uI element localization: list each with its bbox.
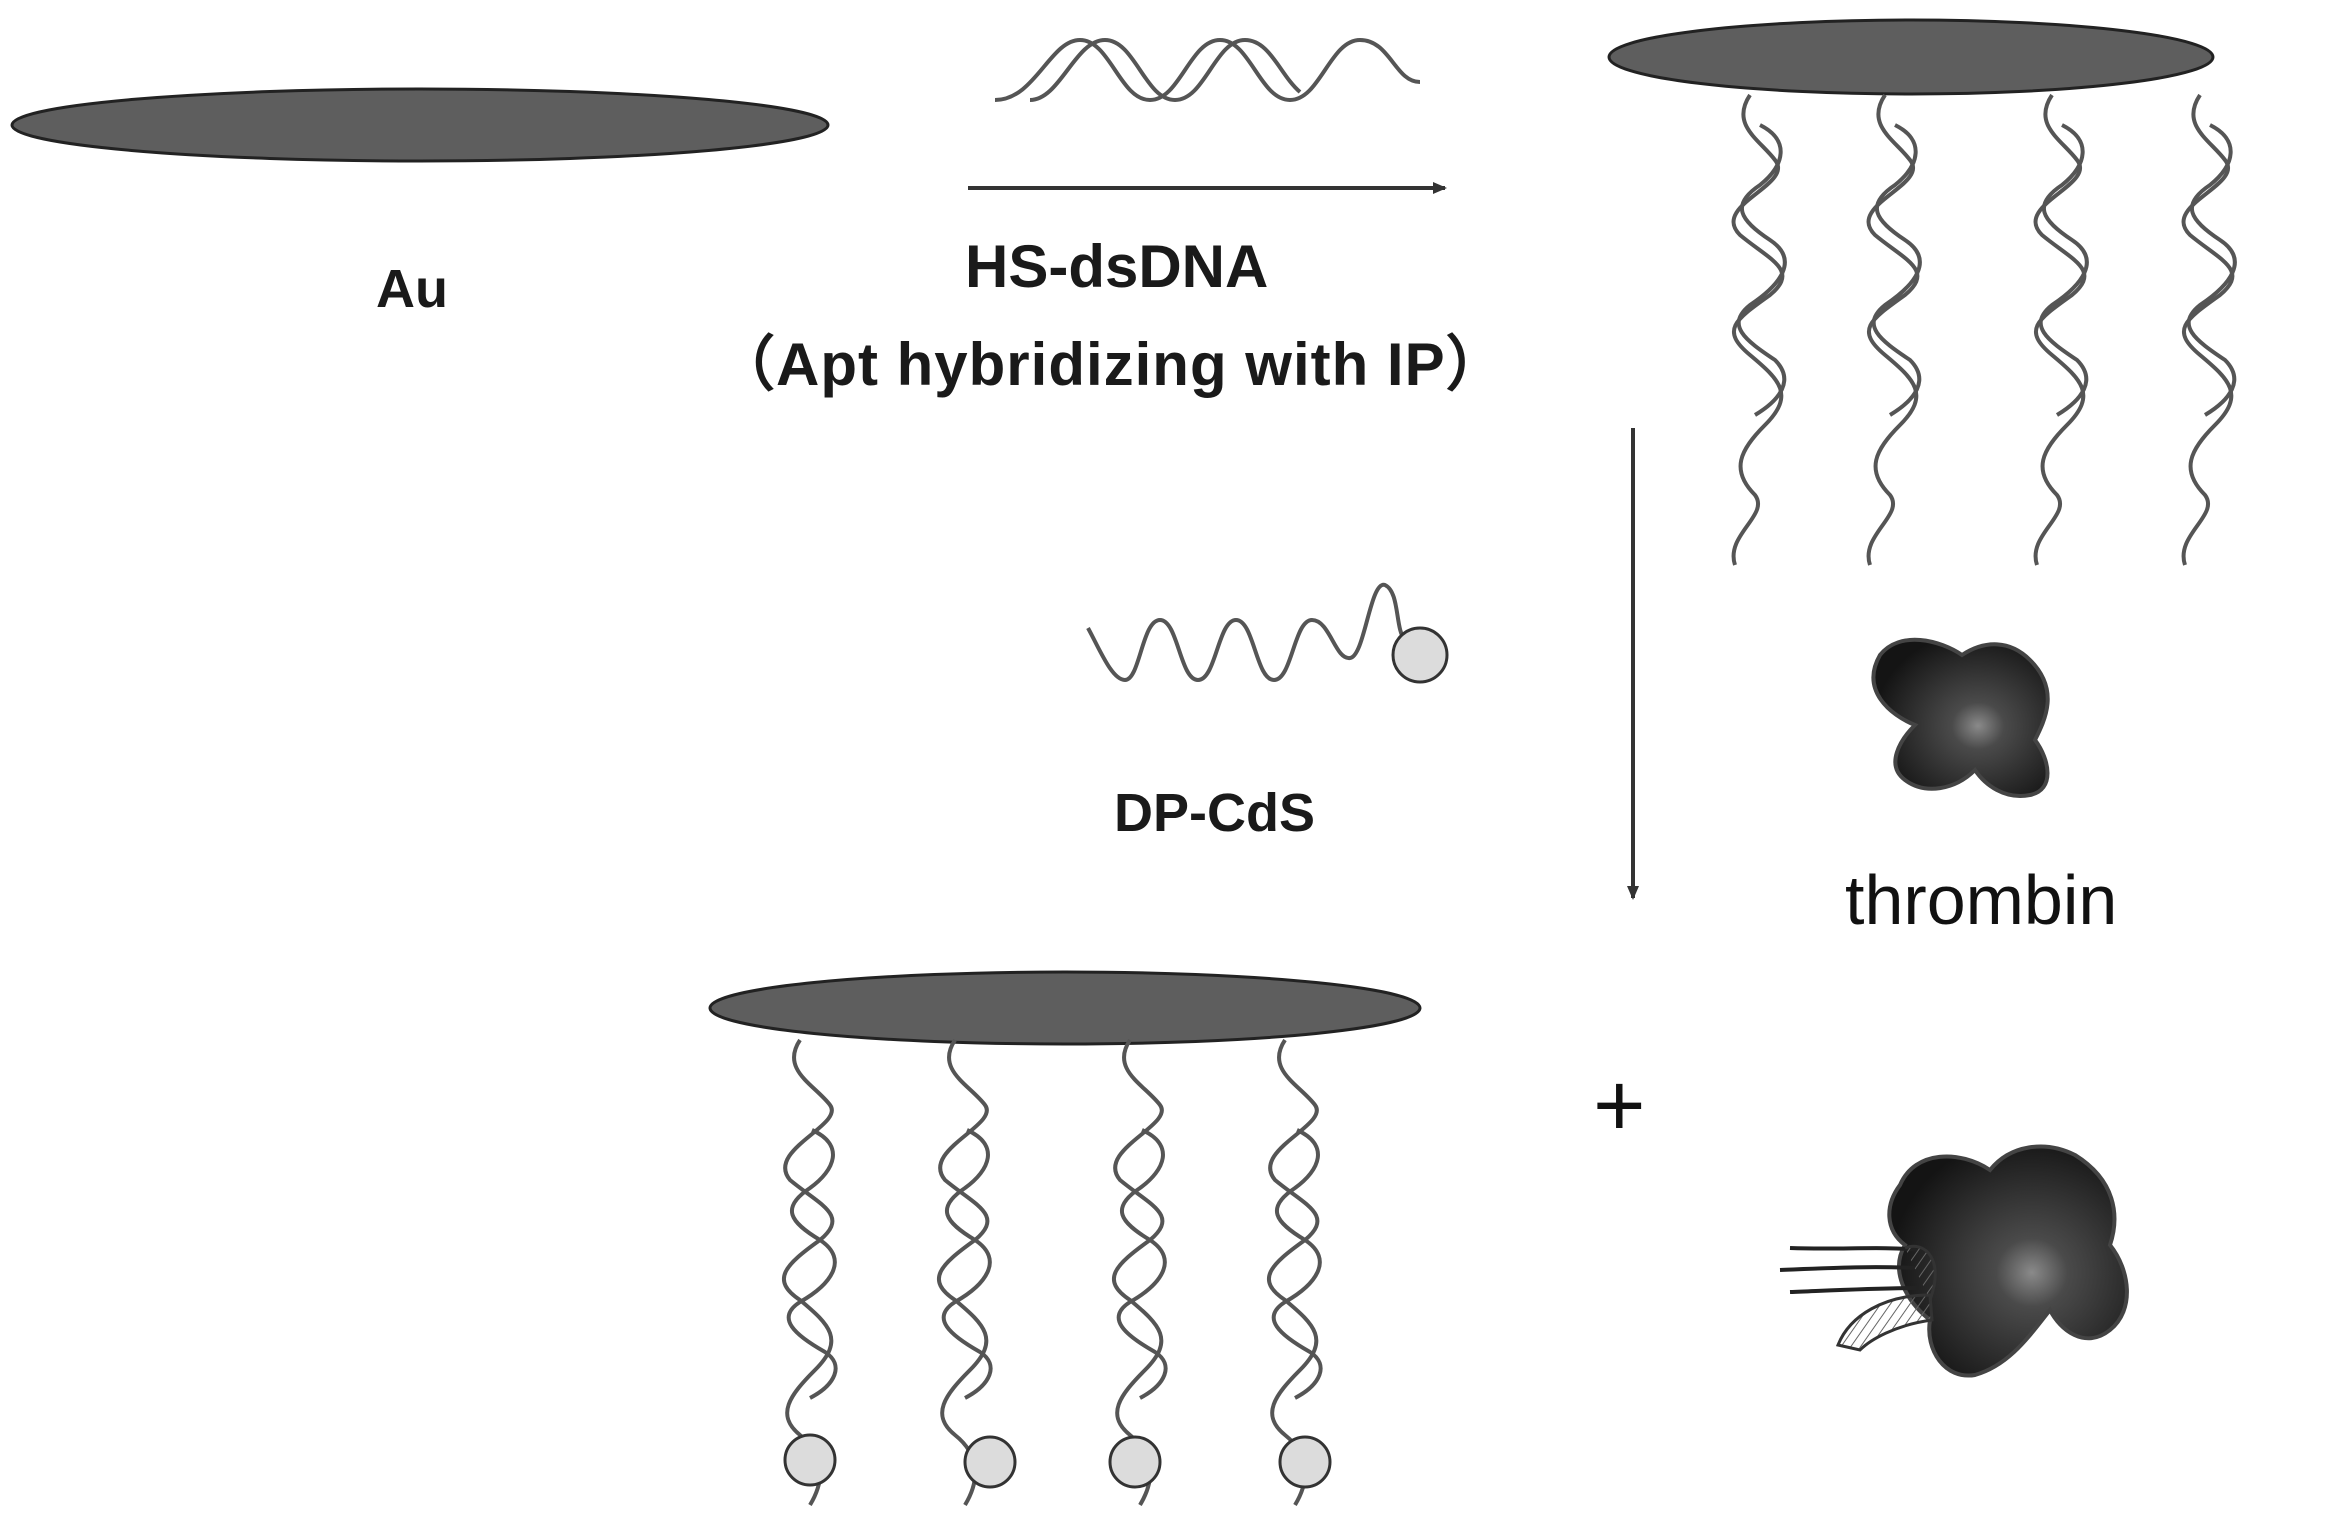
cds-nanoparticle-icon [1108, 1435, 1162, 1489]
thrombin-icon [1871, 637, 2050, 798]
dsdna-strand-icon [994, 37, 1421, 103]
thrombin-label: thrombin [1845, 861, 2118, 939]
hybridized-strands-with-cds [781, 1038, 1332, 1507]
cds-nanoparticle-icon [783, 1433, 837, 1487]
cds-nanoparticle-icon [963, 1435, 1017, 1489]
plus-sign: + [1593, 1056, 1646, 1156]
apt-hybridizing-note: （Apt hybridizing with IP） [715, 331, 1507, 398]
au-electrode [10, 87, 830, 163]
dsdna-modified-electrode [1607, 18, 2215, 96]
au-label: Au [376, 259, 448, 319]
hs-dsdna-label: HS-dsDNA [965, 233, 1269, 300]
dp-cds-label: DP-CdS [1114, 783, 1315, 843]
dp-cds-probe [1086, 583, 1449, 684]
final-electrode [708, 970, 1422, 1046]
cds-nanoparticle-icon [1391, 626, 1449, 684]
cds-nanoparticle-icon [1278, 1435, 1332, 1489]
thrombin-aptamer-complex [1779, 1144, 2129, 1378]
